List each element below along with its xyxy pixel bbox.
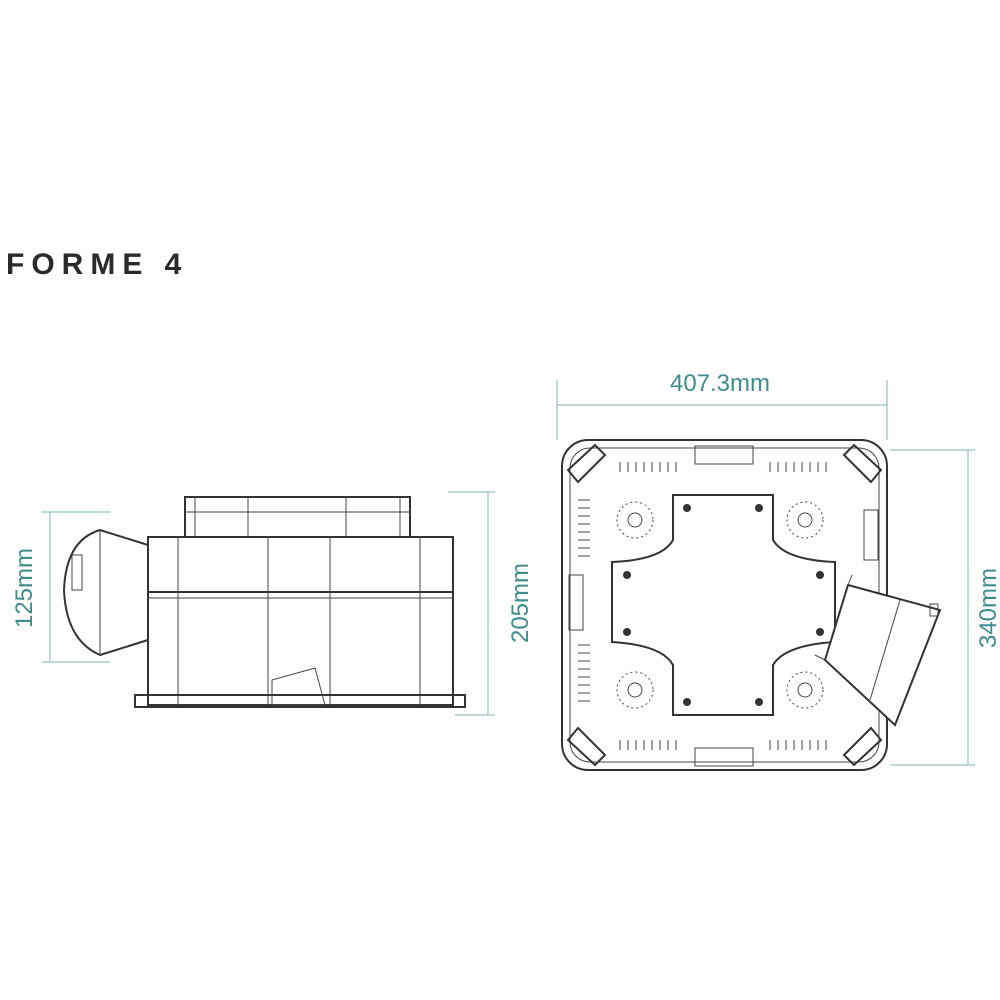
top-centre-plate: [611, 494, 836, 716]
top-outer: [561, 439, 888, 771]
side-body: [147, 536, 454, 706]
starburst-vents: [616, 501, 824, 709]
dim-407: 407.3mm: [556, 370, 888, 440]
dim-125: 125mm: [11, 511, 110, 663]
dim-125-label: 125mm: [11, 548, 38, 628]
top-view: [561, 439, 942, 771]
side-view: [62, 496, 466, 708]
dim-205: 205mm: [448, 491, 534, 716]
side-base: [134, 694, 466, 708]
dim-340: 340mm: [890, 449, 1000, 766]
dim-340-label: 340mm: [975, 568, 1000, 648]
plate-screws: [623, 504, 824, 706]
side-collar: [184, 496, 411, 538]
side-nozzle: [62, 528, 149, 657]
page-title: FORME 4: [6, 248, 189, 281]
dim-407-label: 407.3mm: [670, 370, 770, 397]
dim-205-label: 205mm: [507, 563, 534, 643]
top-outlet-nozzle: [823, 583, 942, 727]
